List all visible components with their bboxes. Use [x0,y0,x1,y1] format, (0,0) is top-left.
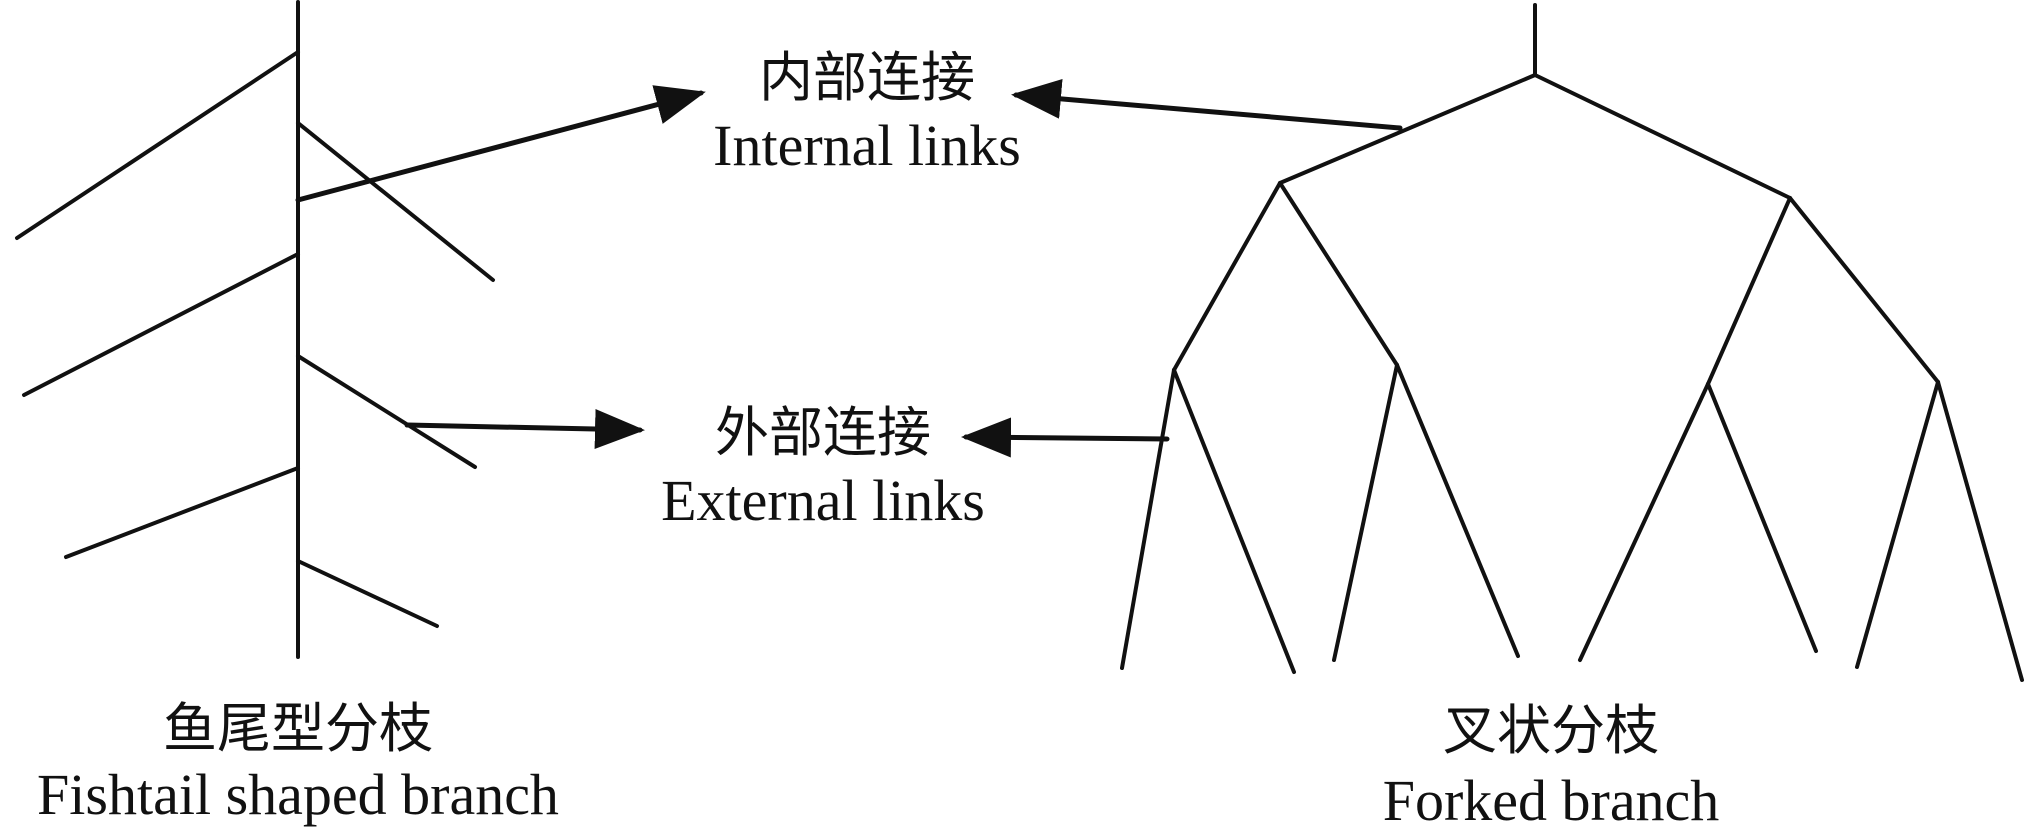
fishtail-branch [15,0,495,659]
forked-main-left [1278,73,1537,185]
fishtail-right-branch-2 [296,354,477,469]
forked-leaf-8 [1936,380,2024,682]
external-links-arrow-from-forked [961,417,1170,458]
fishtail-left-branch-3 [64,466,300,559]
forked-left-to-left [1172,181,1282,372]
forked-leaf-7 [1855,380,1940,669]
forked-branch-english-label: Forked branch [1383,768,1720,830]
forked-leaf-1 [1120,368,1176,670]
external-links-arrow-from-fishtail [404,409,645,450]
forked-leaf-3 [1332,363,1399,662]
forked-right-to-right [1788,196,1940,384]
forked-leaf-6 [1706,382,1818,653]
fishtail-left-branch-1 [15,50,300,240]
forked-leaf-5 [1578,382,1710,662]
external-links-english-label: External links [661,468,985,533]
link-arrows [295,78,1403,458]
internal-links-chinese-label: 内部连接 [759,46,975,109]
forked-right-to-left [1706,196,1792,386]
internal-links-arrow-from-forked [1011,78,1403,131]
internal-links-arrow-from-fishtail [295,85,706,203]
fishtail-right-branch-3 [296,559,439,628]
labels: 内部连接 Internal links 外部连接 External links … [37,46,1719,830]
forked-branch-chinese-label: 叉状分枝 [1443,699,1659,762]
fishtail-branch-chinese-label: 鱼尾型分枝 [163,697,433,760]
forked-branch [1120,3,2024,682]
internal-links-english-label: Internal links [713,113,1021,178]
fishtail-left-branch-2 [22,252,300,397]
fishtail-branch-english-label: Fishtail shaped branch [37,762,559,827]
forked-leaf-2 [1172,368,1296,674]
external-links-chinese-label: 外部连接 [715,401,931,464]
fishtail-right-branch-1 [296,121,495,282]
forked-main-right [1533,73,1792,200]
forked-leaf-4 [1395,363,1520,658]
forked-left-to-right [1278,181,1399,367]
